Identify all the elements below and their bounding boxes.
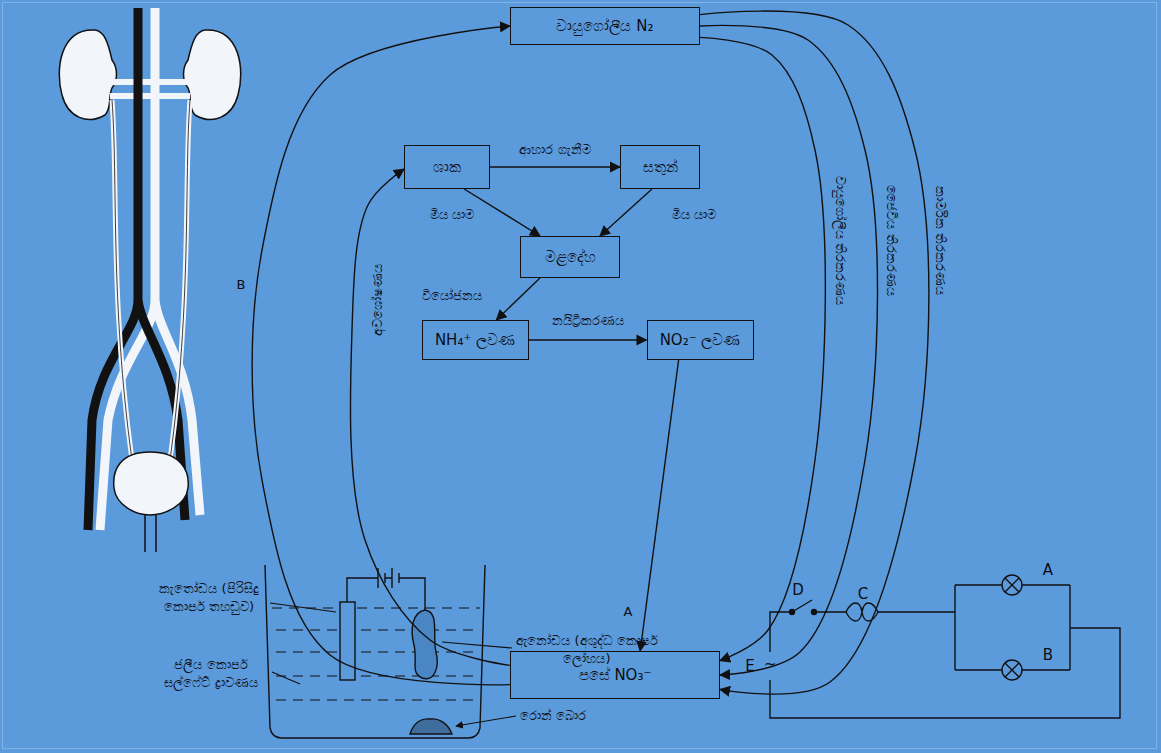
anode-lump: [412, 610, 437, 679]
flow-arrow: [640, 360, 678, 651]
edge-label: මිය යාම: [427, 207, 477, 224]
ureters: [112, 100, 190, 460]
box-text: සතුන්: [643, 158, 678, 176]
flow-arrow: [350, 169, 510, 665]
edge-label: ජෛවීය තිරකරණය: [882, 182, 899, 298]
symbol-letter: E: [742, 656, 758, 676]
flow-arrow: [529, 339, 647, 340]
part-label: රොන් බොර: [520, 707, 610, 725]
box-text: ශාක: [433, 158, 461, 176]
edge-label: B: [234, 277, 249, 294]
switch-lever: [792, 600, 812, 612]
process-box: පසේ NO₃⁻: [510, 651, 720, 699]
switch-contact: [812, 610, 817, 615]
process-box: මළදේහ: [520, 236, 620, 278]
left-kidney: [59, 30, 116, 120]
urethra: [145, 515, 156, 552]
cathode-plate: [340, 602, 355, 680]
process-box: NO₂⁻ ලවණ: [647, 320, 754, 360]
symbol-letter: A: [1040, 560, 1056, 580]
edge-label: නයිට්‍රීකරණය: [549, 313, 627, 330]
edge-label: ආහාර ගැනීම: [516, 142, 593, 159]
battery: [378, 568, 406, 588]
wires: [770, 585, 1120, 718]
symbol-letter: B: [1040, 645, 1056, 665]
process-box: වායුගෝලීය N₂: [510, 7, 700, 45]
urinary-system: [59, 8, 240, 552]
edge-label: කාර්මික තිරකරණය: [932, 182, 949, 297]
process-box: සතුන්: [620, 145, 700, 189]
part-label: කැතෝඩය (පිරිසිදු කොපර් තහඩුව): [150, 580, 268, 615]
part-label: ජලීය කොපර් සල්ෆේට් ද්‍රාවණය: [150, 656, 272, 691]
process-box: ශාක: [404, 145, 490, 189]
edge-label: අවශෝෂණය: [370, 261, 387, 339]
vena-cava: [100, 8, 200, 530]
edge-label: වායුගෝලීය තිරකරණය: [832, 172, 849, 307]
bladder: [114, 452, 189, 515]
ureter-outline: [112, 100, 190, 460]
box-text: NH₄⁺ ලවණ: [435, 331, 515, 349]
wires: [347, 578, 425, 610]
renal-vessels: [110, 82, 190, 96]
edge-label: මිය යාම: [669, 207, 719, 224]
flow-arrow: [490, 166, 620, 167]
lamp-b: [1002, 660, 1022, 680]
lamp-a: [1002, 575, 1022, 595]
flow-arrow: [600, 189, 652, 236]
ac-symbol: ~: [762, 654, 778, 674]
box-text: මළදේහ: [545, 248, 596, 266]
flow-arrow: [496, 278, 540, 320]
box-text: වායුගෝලීය N₂: [556, 17, 653, 35]
anode-mud: [410, 719, 452, 734]
symbol-letter: C: [855, 584, 871, 604]
lamp-b-cross: [1005, 663, 1019, 677]
symbol-letter: D: [790, 580, 806, 600]
leader-lines: [270, 603, 516, 726]
part-label: ඇනෝඩය (අශුද්ධ කොපර් ලෝහය): [516, 632, 658, 667]
circuit: [770, 575, 1120, 718]
process-box: NH₄⁺ ලවණ: [422, 320, 529, 360]
box-text: NO₂⁻ ලවණ: [660, 331, 741, 349]
box-text: පසේ NO₃⁻: [579, 666, 652, 684]
edge-label: A: [621, 604, 636, 621]
electrolysis-cell: [265, 565, 516, 738]
lamp-a-cross: [1005, 578, 1019, 592]
edge-label: වියෝජනය: [419, 288, 485, 305]
